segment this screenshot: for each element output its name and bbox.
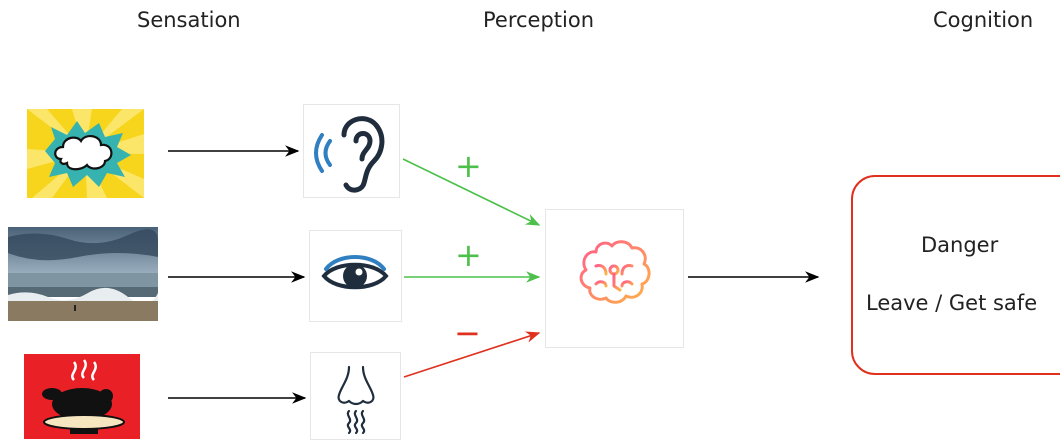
heading-sensation: Sensation (137, 8, 241, 32)
arrow-nose-to-brain (403, 331, 541, 378)
ear-icon (314, 116, 385, 193)
burning-food-image (24, 354, 140, 439)
brain-icon (579, 240, 651, 304)
arrow-ear-to-brain (402, 158, 541, 226)
eye-icon (321, 255, 389, 290)
beach-storm-icon (8, 227, 158, 321)
nose-icon (337, 365, 375, 435)
smell-negative-sign: − (454, 314, 481, 352)
hearing-positive-sign: + (455, 147, 482, 185)
cognition-danger-label: Danger (921, 233, 999, 257)
sight-positive-sign: + (455, 236, 482, 274)
explosion-cloud-icon (27, 109, 144, 198)
stormy-sea-image (8, 227, 158, 321)
explosion-image (27, 109, 144, 198)
cognition-action-label: Leave / Get safe (866, 291, 1038, 315)
smell-box (310, 352, 401, 440)
sight-box (309, 230, 402, 322)
perception-box (545, 209, 684, 348)
hearing-box (303, 104, 400, 198)
smoking-roast-icon (24, 354, 140, 439)
heading-cognition: Cognition (933, 8, 1034, 32)
heading-perception: Perception (483, 8, 595, 32)
cognition-box (851, 175, 1060, 375)
